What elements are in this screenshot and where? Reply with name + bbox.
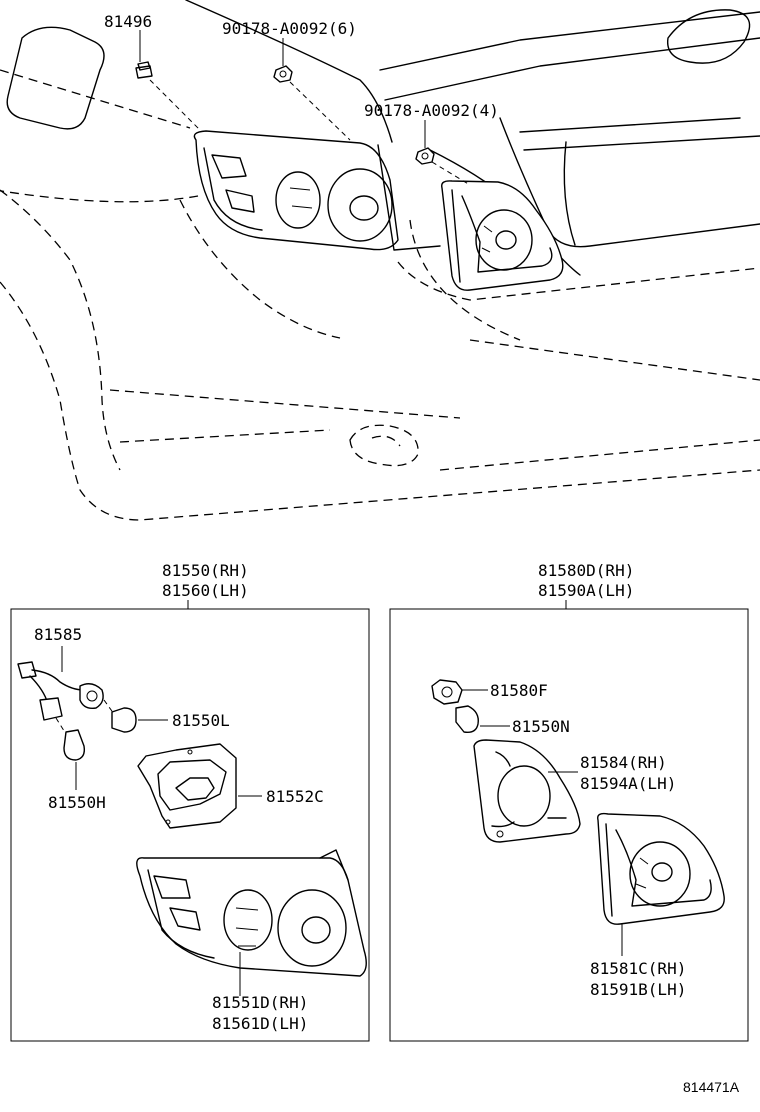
- body-line: [0, 190, 199, 203]
- callout-inner-lamp-rh: 81580D(RH): [538, 561, 634, 580]
- callout-gasket-inner-lh: 81594A(LH): [580, 774, 676, 793]
- reflector: [371, 435, 401, 447]
- leader-line: [431, 161, 471, 186]
- callout-bulb-l: 81550L: [172, 711, 230, 730]
- body-line: [0, 69, 191, 129]
- lamp-reflector: [327, 168, 393, 242]
- bumper-line: [109, 389, 461, 419]
- inner-lens-icon: [597, 812, 725, 925]
- callout-socket-wire: 81585: [34, 625, 82, 644]
- grommet-icon: [135, 61, 153, 79]
- lamp-reflector: [275, 171, 321, 229]
- vehicle-rear-view: [0, 0, 760, 521]
- callout-inner-lamp-lh: 81590A(LH): [538, 581, 634, 600]
- bumper-line: [0, 189, 121, 471]
- lamp-inner-line: [203, 147, 263, 231]
- lamp-inner-line: [225, 189, 255, 213]
- bulb-l-icon: [111, 707, 137, 733]
- lamp-reflector: [349, 195, 379, 221]
- lamp-reflector: [495, 230, 517, 250]
- callout-socket-f: 81580F: [490, 681, 548, 700]
- lamp-inner-line: [211, 154, 247, 179]
- callout-lens-inner-rh: 81581C(RH): [590, 959, 686, 978]
- inner-gasket-icon: [473, 739, 581, 843]
- socket-wire-icon: [17, 661, 104, 721]
- lamp-flange: [377, 144, 441, 251]
- callout-grommet: 81496: [104, 12, 152, 31]
- reflector: [349, 424, 419, 467]
- lens-reflector: [223, 889, 273, 951]
- lens-reflector: [301, 916, 331, 944]
- body-line: [379, 11, 760, 71]
- callout-gasket: 81552C: [266, 787, 324, 806]
- license-recess: [563, 141, 576, 246]
- callout-bulb-h: 81550H: [48, 793, 106, 812]
- trunk-panel: [523, 135, 760, 151]
- bumper-line: [397, 261, 760, 301]
- callout-nut-left: 90178-A0092(6): [222, 19, 357, 38]
- callout-nut-right: 90178-A0092(4): [364, 101, 499, 120]
- bulb-n-icon: [455, 705, 479, 734]
- lamp-inner-line: [481, 225, 493, 253]
- outer-tail-lamp-installed: [193, 130, 399, 251]
- nut-icon: [273, 65, 293, 83]
- bumper-line: [0, 281, 760, 521]
- lamp-inner-line: [461, 195, 553, 273]
- callout-lens-outer-rh: 81551D(RH): [212, 993, 308, 1012]
- body-line: [185, 0, 393, 143]
- fuel-lid: [6, 26, 105, 130]
- callout-outer-lamp-lh: 81560(LH): [162, 581, 249, 600]
- callout-outer-lamp-rh: 81550(RH): [162, 561, 249, 580]
- bumper-line: [469, 339, 760, 381]
- bumper-line: [439, 439, 760, 471]
- lens-reflector: [277, 889, 347, 967]
- leader-line: [55, 717, 67, 735]
- panel-outer-lamp: [10, 608, 370, 1042]
- callout-gasket-inner-rh: 81584(RH): [580, 753, 667, 772]
- socket-f-icon: [431, 679, 463, 705]
- leader-line: [103, 699, 115, 715]
- lens-reflector: [651, 862, 673, 882]
- bumper-line: [179, 199, 341, 339]
- trunk-emblem: [666, 9, 751, 64]
- bumper-line: [119, 429, 331, 443]
- lamp-reflector: [475, 209, 533, 271]
- lens-reflector: [629, 841, 691, 907]
- bulb-h-icon: [63, 729, 86, 761]
- leader-line: [149, 79, 201, 131]
- gasket-icon: [137, 743, 237, 829]
- lamp-inner-line: [289, 187, 313, 209]
- leader-line: [289, 81, 351, 141]
- outer-lens-icon: [136, 849, 367, 977]
- inner-tail-lamp-installed: [441, 180, 564, 291]
- nut-icon: [415, 147, 435, 165]
- lamp-inner-line: [451, 189, 461, 283]
- body-line: [384, 37, 760, 101]
- trunk-panel: [519, 117, 741, 133]
- figure-id: 814471A: [683, 1079, 740, 1095]
- callout-lens-outer-lh: 81561D(LH): [212, 1014, 308, 1033]
- bumper-line: [409, 219, 521, 341]
- callout-bulb-n: 81550N: [512, 717, 570, 736]
- panel-inner-lamp: [389, 608, 749, 1042]
- callout-lens-inner-lh: 81591B(LH): [590, 980, 686, 999]
